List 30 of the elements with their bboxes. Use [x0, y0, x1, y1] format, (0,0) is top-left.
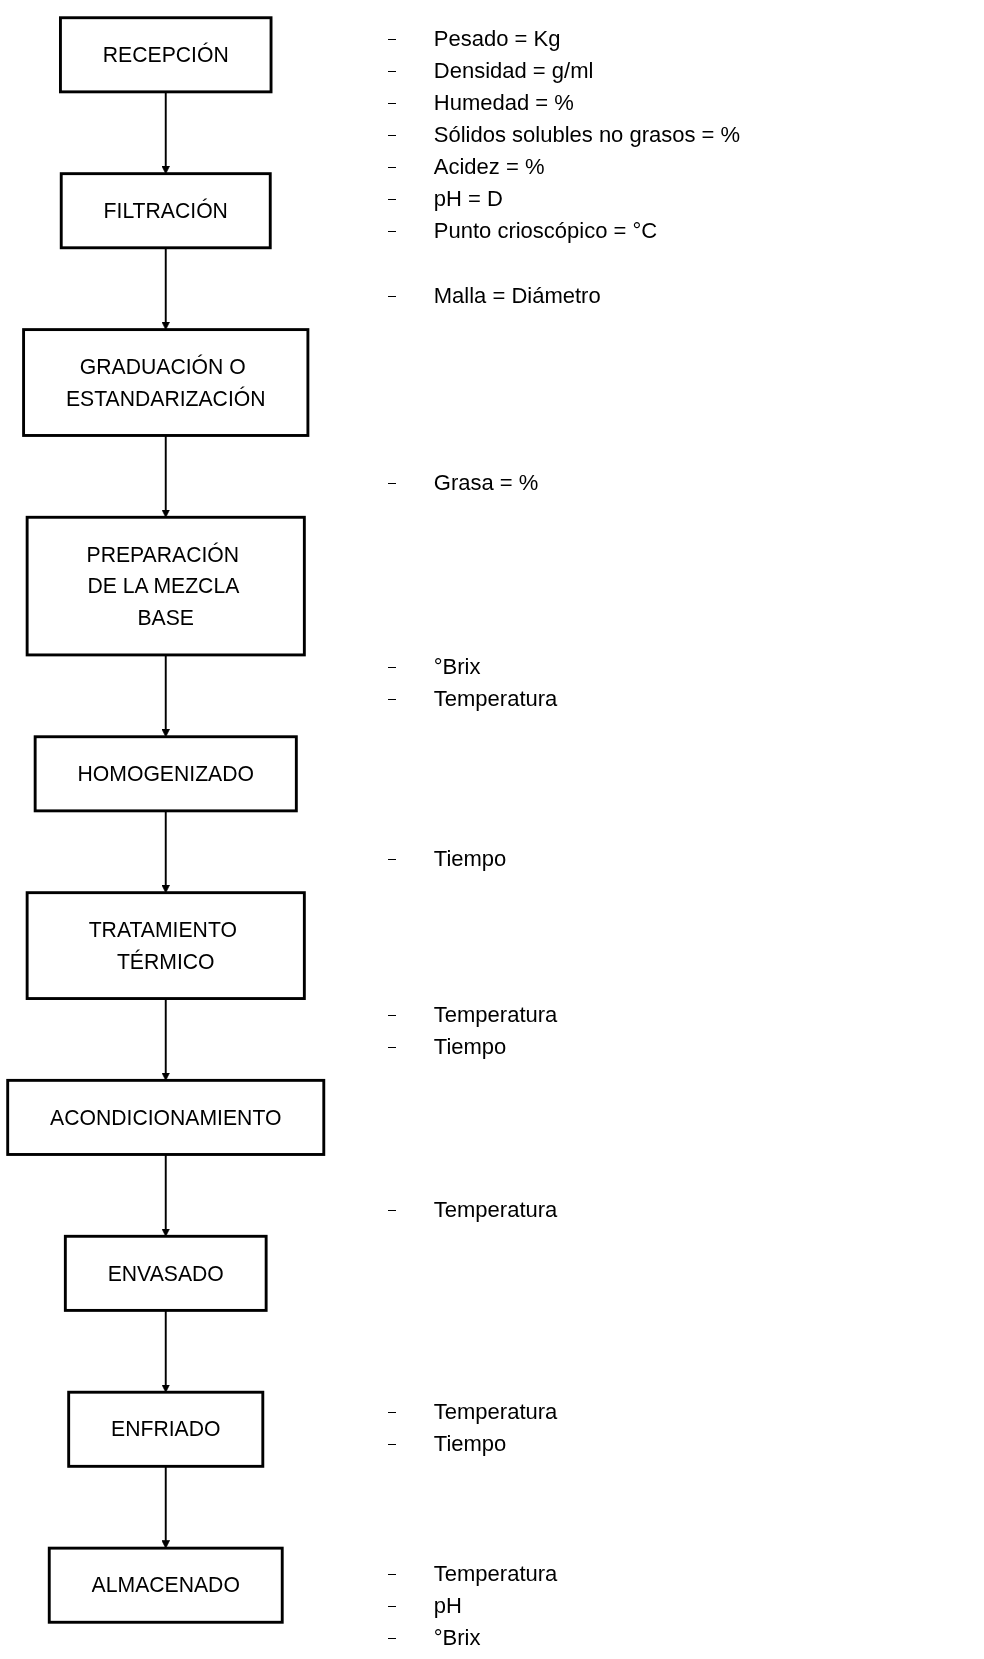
node-box: TRATAMIENTO TÉRMICO: [25, 891, 306, 1000]
node-box: FILTRACIÓN: [59, 172, 272, 250]
parameter-label: Malla = Diámetro: [433, 282, 601, 308]
parameter-label: Temperatura: [433, 1561, 558, 1587]
node-box: PREPARACIÓN DE LA MEZCLA BASE: [25, 515, 306, 657]
parameter-label: Tiempo: [433, 1431, 507, 1457]
node-box: ALMACENADO: [47, 1546, 284, 1624]
parameter-label: Grasa = %: [433, 470, 539, 496]
parameter-label: Tiempo: [433, 1033, 507, 1059]
parameter-label: °Brix: [433, 653, 481, 679]
parameter-label: °Brix: [433, 1625, 481, 1651]
node-box: HOMOGENIZADO: [33, 735, 298, 813]
parameter-label: pH: [433, 1593, 462, 1619]
node-box: GRADUACIÓN O ESTANDARIZACIÓN: [22, 328, 310, 437]
node-box: ENVASADO: [63, 1234, 268, 1312]
parameter-label: Humedad = %: [433, 89, 574, 115]
parameter-label: Temperatura: [433, 1399, 558, 1425]
parameter-label: Densidad = g/ml: [433, 57, 594, 83]
node-box: RECEPCIÓN: [59, 16, 273, 94]
node-box: ENFRIADO: [67, 1390, 265, 1468]
parameter-label: Temperatura: [433, 1196, 558, 1222]
parameter-label: Temperatura: [433, 1001, 558, 1027]
parameter-label: pH = D: [433, 185, 503, 211]
node-box: ACONDICIONAMIENTO: [6, 1078, 326, 1156]
parameter-label: Punto crioscópico = °C: [433, 217, 658, 243]
parameter-label: Tiempo: [433, 845, 507, 871]
parameter-label: Acidez = %: [433, 153, 545, 179]
parameter-label: Sólidos solubles no grasos = %: [433, 121, 741, 147]
parameter-label: Temperatura: [433, 685, 558, 711]
parameter-label: Pesado = Kg: [433, 25, 561, 51]
